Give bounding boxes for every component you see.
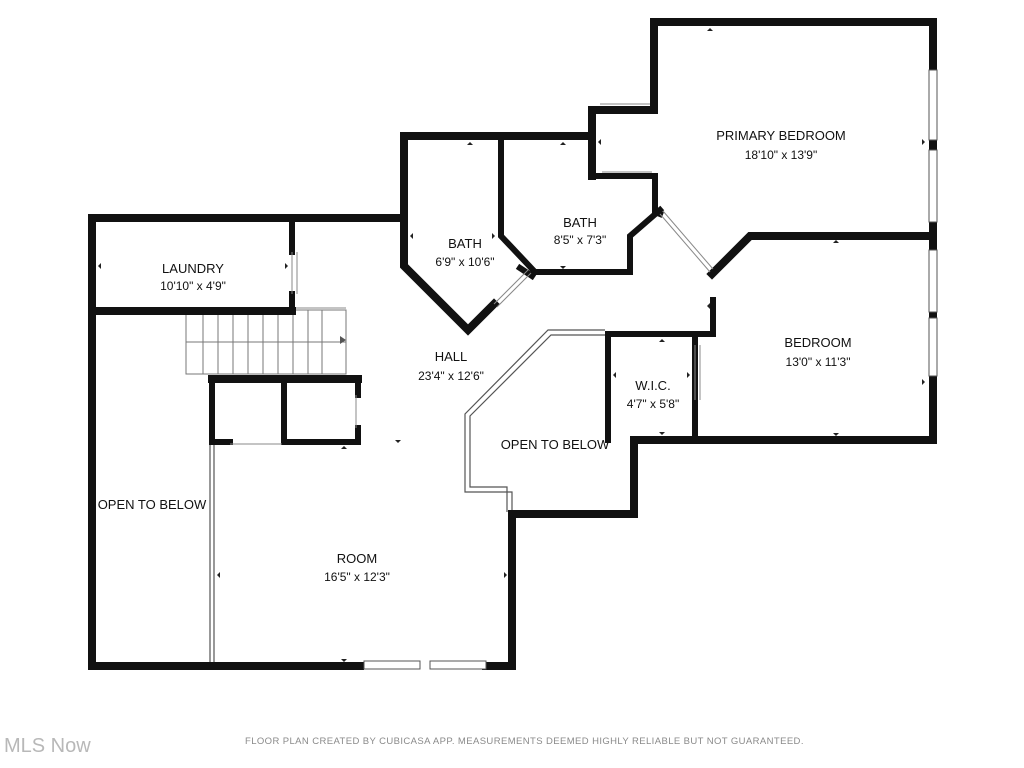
room-primary-bedroom: PRIMARY BEDROOM 18'10" x 13'9" xyxy=(716,128,846,162)
room-room-name: ROOM xyxy=(337,551,377,566)
open-to-below-center: OPEN TO BELOW xyxy=(501,437,610,452)
open-to-below-center-label: OPEN TO BELOW xyxy=(501,437,610,452)
dimension-ticks xyxy=(98,28,925,662)
room-bath-right-dims: 8'5" x 7'3" xyxy=(554,233,606,247)
room-bath-right: BATH 8'5" x 7'3" xyxy=(554,215,606,247)
room-bath-left-dims: 6'9" x 10'6" xyxy=(435,255,494,269)
room-room: ROOM 16'5" x 12'3" xyxy=(324,551,390,584)
room-laundry-dims: 10'10" x 4'9" xyxy=(160,279,226,293)
room-bedroom-dims: 13'0" x 11'3" xyxy=(786,355,851,369)
mls-now-watermark: MLS Now xyxy=(4,735,91,757)
room-bedroom-name: BEDROOM xyxy=(784,335,851,350)
room-hall-dims: 23'4" x 12'6" xyxy=(418,369,484,383)
room-primary-bedroom-dims: 18'10" x 13'9" xyxy=(745,148,818,162)
room-bedroom: BEDROOM 13'0" x 11'3" xyxy=(784,335,851,369)
room-wic: W.I.C. 4'7" x 5'8" xyxy=(627,378,679,411)
room-bath-left-name: BATH xyxy=(448,236,482,251)
doors xyxy=(230,103,714,445)
room-bath-right-name: BATH xyxy=(563,215,597,230)
open-to-below-left-label: OPEN TO BELOW xyxy=(98,497,207,512)
staircase xyxy=(185,309,347,375)
room-hall: HALL 23'4" x 12'6" xyxy=(418,349,484,383)
open-to-below-left: OPEN TO BELOW xyxy=(98,497,207,512)
railing-center xyxy=(464,329,605,512)
room-wic-dims: 4'7" x 5'8" xyxy=(627,397,679,411)
floor-plan-disclaimer: FLOOR PLAN CREATED BY CUBICASA APP. MEAS… xyxy=(245,736,804,747)
windows xyxy=(363,69,938,670)
railing-left xyxy=(209,445,215,662)
room-primary-bedroom-name: PRIMARY BEDROOM xyxy=(716,128,846,143)
room-wic-name: W.I.C. xyxy=(635,378,670,393)
room-laundry-name: LAUNDRY xyxy=(162,261,224,276)
room-hall-name: HALL xyxy=(435,349,468,364)
room-laundry: LAUNDRY 10'10" x 4'9" xyxy=(160,261,226,293)
room-bath-left: BATH 6'9" x 10'6" xyxy=(435,236,494,269)
room-room-dims: 16'5" x 12'3" xyxy=(324,570,390,584)
